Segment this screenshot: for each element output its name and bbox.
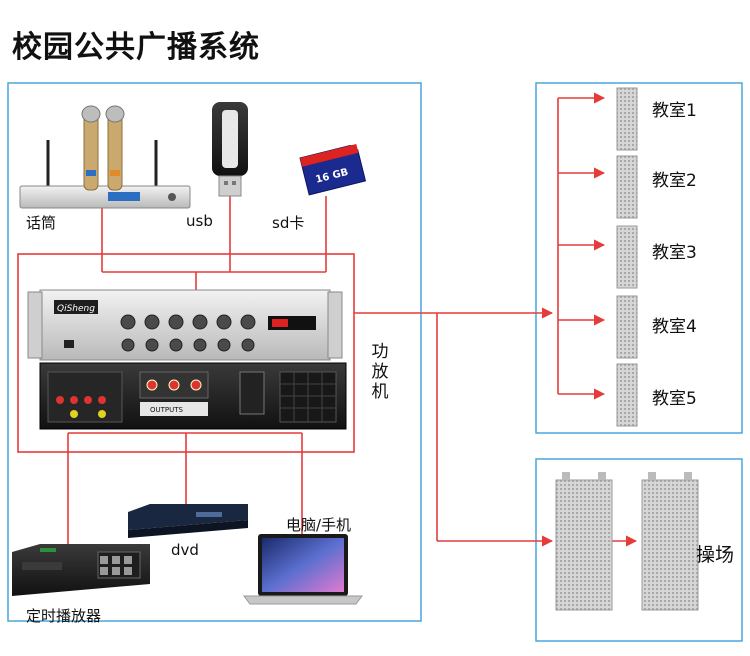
signal-wiring: [17, 92, 638, 548]
playground-speakers: [555, 472, 699, 611]
timer-player: [12, 544, 150, 596]
room-label-5: 教室5: [652, 389, 697, 409]
classroom-speaker-5: [616, 363, 638, 427]
classroom-speakers: [616, 87, 638, 427]
playground-speaker-2: [641, 472, 699, 611]
dvd-player: [128, 504, 248, 538]
playground-label: 操场: [696, 544, 735, 566]
room-label-2: 教室2: [652, 171, 697, 191]
classroom-speaker-1: [616, 87, 638, 151]
usb-label: usb: [186, 212, 213, 230]
playground-frame: [535, 458, 743, 642]
room-label-1: 教室1: [652, 101, 697, 121]
sd-card: 16 GB: [299, 143, 367, 196]
timer-label: 定时播放器: [26, 607, 102, 625]
microphone-receiver: [19, 105, 191, 209]
pc-label: 电脑/手机: [286, 516, 352, 534]
classroom-speaker-3: [616, 225, 638, 289]
playground-speaker-1: [555, 472, 613, 611]
classroom-speaker-2: [616, 155, 638, 219]
amplifier-brand: QiSheng: [57, 304, 95, 314]
classroom-speaker-4: [616, 295, 638, 359]
page-title: 校园公共广播系统: [12, 30, 260, 65]
sd-label: sd卡: [272, 214, 305, 232]
laptop: [243, 534, 363, 605]
room-label-3: 教室3: [652, 243, 697, 263]
source-frame: [7, 82, 422, 622]
usb-stick: [212, 102, 248, 197]
amplifier-label: 功放机: [371, 342, 389, 402]
mic-label: 话筒: [26, 214, 57, 232]
room-label-4: 教室4: [652, 317, 697, 337]
amplifier: QiSheng OUTPUTS: [27, 289, 347, 430]
classroom-frame: [535, 82, 743, 434]
dvd-label: dvd: [171, 541, 199, 559]
amplifier-outputs-label: OUTPUTS: [150, 406, 184, 414]
